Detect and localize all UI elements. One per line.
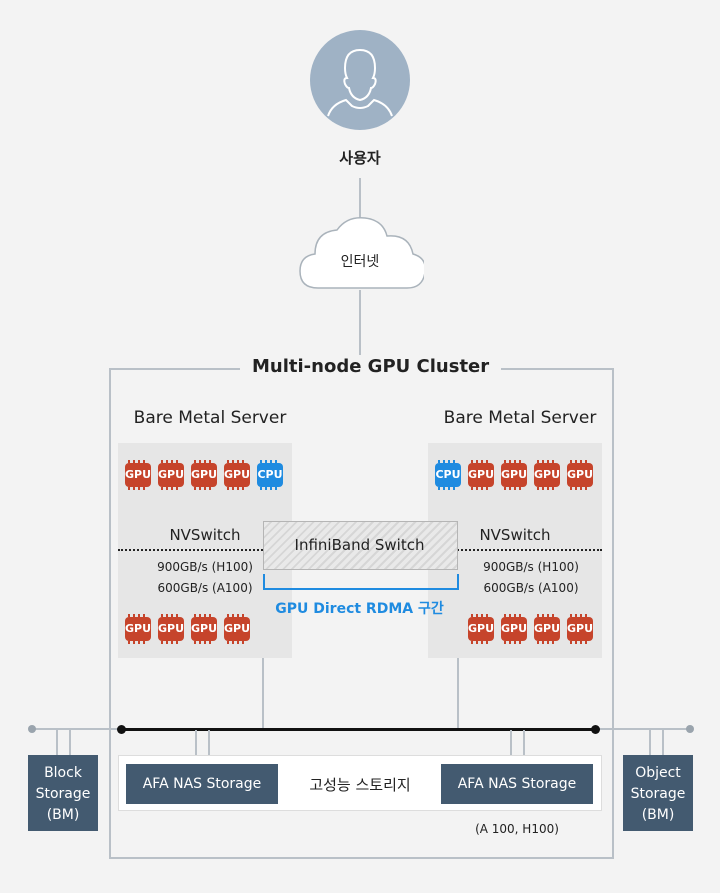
inner-bus-left-dot — [117, 725, 126, 734]
left-bottom-gpu-chip-3: GPU — [191, 614, 217, 644]
internet-to-cluster-line — [359, 290, 361, 355]
right-top-gpu-chip-3: GPU — [501, 460, 527, 490]
left-bottom-chips: GPU GPU GPU GPU — [125, 614, 295, 644]
left-bottom-gpu-chip-1: GPU — [125, 614, 151, 644]
right-server-bus-line — [457, 658, 459, 730]
afa-left-connector-1 — [195, 730, 197, 764]
block-connector-1 — [56, 730, 58, 755]
object-connector-1 — [649, 730, 651, 755]
high-perf-storage-label: 고성능 스토리지 — [309, 776, 411, 794]
block-storage-line-3: (BM) — [46, 807, 80, 823]
afa-nas-left: AFA NAS Storage — [126, 764, 278, 804]
right-bandwidth-a100: 600GB/s (A100) — [483, 581, 579, 595]
right-bottom-gpu-chip-3: GPU — [534, 614, 560, 644]
right-nvswitch-label: NVSwitch — [479, 526, 551, 544]
right-top-cpu-chip-1: CPU — [435, 460, 461, 490]
left-top-gpu-chip-1: GPU — [125, 460, 151, 490]
user-icon — [310, 30, 410, 130]
right-bottom-gpu-chip-2: GPU — [501, 614, 527, 644]
inner-bus-line — [121, 728, 596, 731]
user-label: 사용자 — [339, 149, 381, 167]
left-server-bus-line — [262, 658, 264, 730]
left-top-gpu-chip-4: GPU — [224, 460, 250, 490]
object-storage: Object Storage (BM) — [623, 755, 693, 831]
rdma-bracket — [263, 574, 459, 590]
block-storage-line-2: Storage — [35, 786, 91, 802]
left-bandwidth-h100: 900GB/s (H100) — [157, 560, 253, 574]
infiniband-switch — [263, 521, 458, 570]
right-top-gpu-chip-2: GPU — [468, 460, 494, 490]
afa-nas-right: AFA NAS Storage — [441, 764, 593, 804]
object-storage-line-1: Object — [635, 765, 681, 781]
internet-label: 인터넷 — [340, 254, 380, 270]
outer-bus-right-dot — [686, 725, 694, 733]
block-storage-line-1: Block — [44, 765, 82, 781]
user-to-internet-line — [359, 178, 361, 218]
left-top-gpu-chip-2: GPU — [158, 460, 184, 490]
afa-left-connector-2 — [208, 730, 210, 764]
afa-right-connector-1 — [510, 730, 512, 764]
object-storage-line-2: Storage — [630, 786, 686, 802]
right-bottom-gpu-chip-1: GPU — [468, 614, 494, 644]
afa-right-connector-2 — [523, 730, 525, 764]
outer-bus-left-dot — [28, 725, 36, 733]
left-bandwidth-a100: 600GB/s (A100) — [157, 581, 253, 595]
right-top-gpu-chip-4: GPU — [534, 460, 560, 490]
left-top-chips: GPU GPU GPU GPU CPU — [125, 460, 295, 490]
object-connector-2 — [662, 730, 664, 755]
rdma-label: GPU Direct RDMA 구간 — [275, 601, 444, 617]
inner-bus-right-dot — [591, 725, 600, 734]
left-bottom-gpu-chip-4: GPU — [224, 614, 250, 644]
right-top-chips: CPU GPU GPU GPU GPU — [435, 460, 605, 490]
right-bottom-chips: GPU GPU GPU GPU — [468, 614, 608, 644]
left-bottom-gpu-chip-2: GPU — [158, 614, 184, 644]
infiniband-label: InfiniBand Switch — [294, 536, 425, 554]
object-storage-line-3: (BM) — [641, 807, 675, 823]
user-avatar — [310, 30, 410, 130]
cluster-title: Multi-node GPU Cluster — [240, 356, 502, 377]
right-top-gpu-chip-5: GPU — [567, 460, 593, 490]
right-bottom-gpu-chip-4: GPU — [567, 614, 593, 644]
left-nvswitch-label: NVSwitch — [169, 526, 241, 544]
right-server-title: Bare Metal Server — [443, 408, 597, 428]
block-storage: Block Storage (BM) — [28, 755, 98, 831]
left-server-title: Bare Metal Server — [133, 408, 287, 428]
left-top-gpu-chip-3: GPU — [191, 460, 217, 490]
storage-note: (A 100, H100) — [475, 822, 559, 836]
left-top-cpu-chip-5: CPU — [257, 460, 283, 490]
right-bandwidth-h100: 900GB/s (H100) — [483, 560, 579, 574]
block-connector-2 — [69, 730, 71, 755]
